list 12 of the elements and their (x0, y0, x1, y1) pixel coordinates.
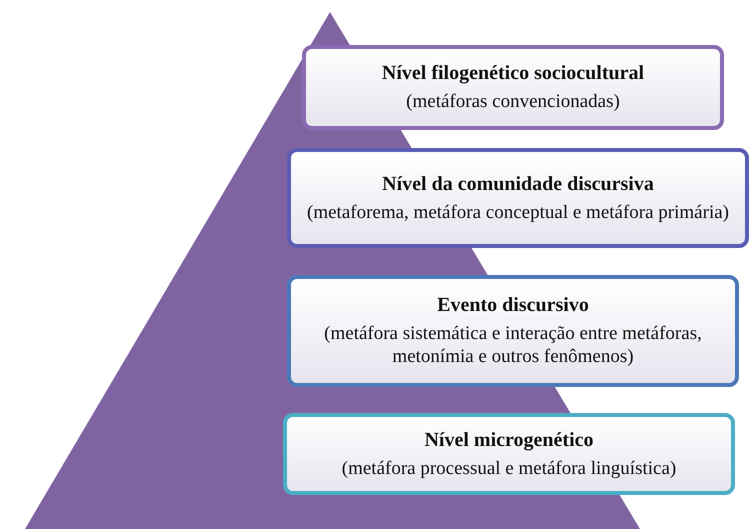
level-description: (metáfora sistemática e interação entre metáforas, metonímia e outros fenômenos) (323, 323, 703, 369)
level-box (287, 148, 749, 248)
level-box (302, 45, 724, 130)
level-box (283, 413, 735, 495)
level-heading: Evento discursivo (437, 293, 589, 318)
level-description: (metaforema, metáfora conceptual e metáfora primária) (307, 202, 729, 224)
level-box (287, 275, 739, 387)
level-description: (metáfora processual e metáfora linguística) (342, 458, 676, 480)
level-heading: Nível microgenético (424, 428, 594, 452)
level-heading: Nível da comunidade discursiva (382, 172, 654, 196)
level-description: (metáforas convencionadas) (406, 91, 620, 114)
level-heading: Nível filogenético sociocultural (382, 61, 644, 86)
